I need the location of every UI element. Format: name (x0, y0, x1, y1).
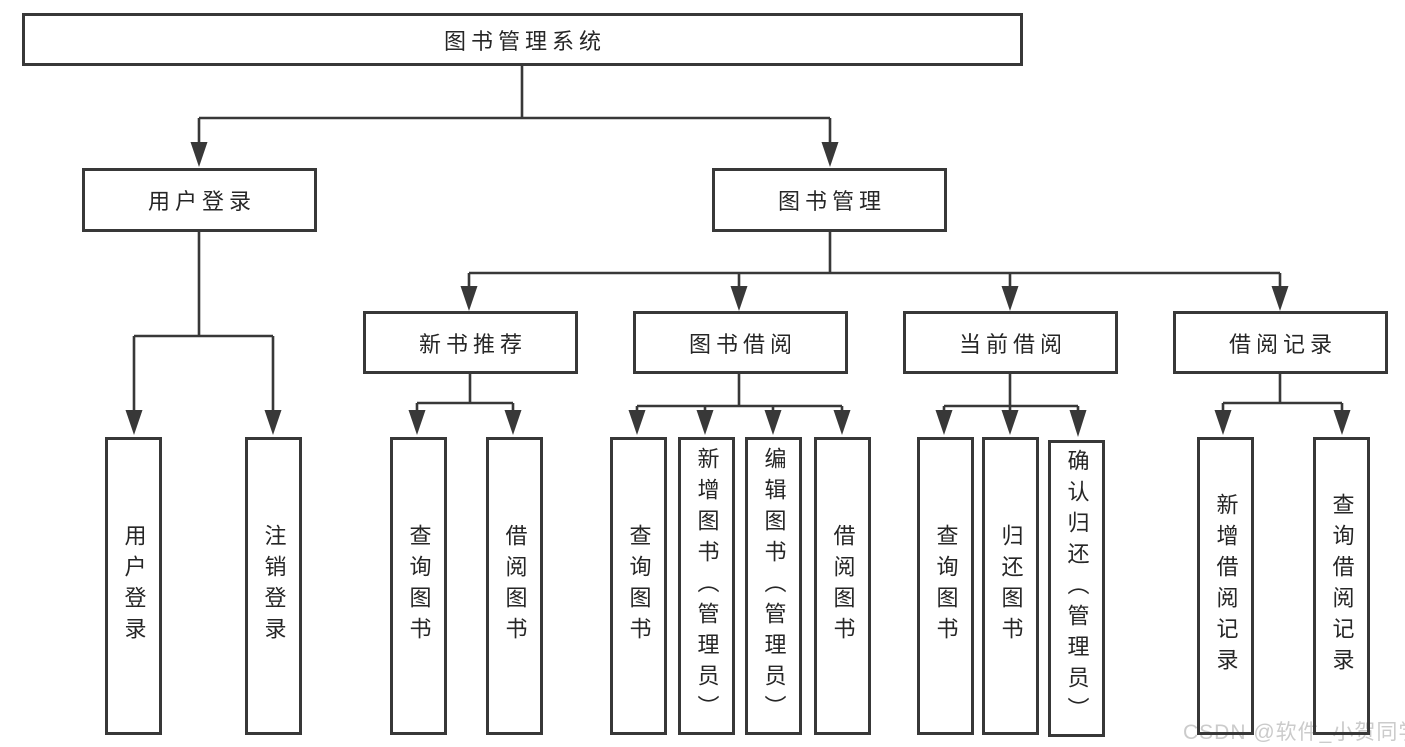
node-current-borrow-label: 当前借阅 (958, 331, 1067, 357)
node-book-borrow-label: 图书借阅 (688, 331, 797, 357)
node-new-book-recommend-label: 新书推荐 (418, 331, 527, 357)
node-book-management: 图书管理 (712, 168, 947, 232)
leaf-borrow-borrow-books-label: 借阅图书 (830, 524, 856, 648)
watermark: CSDN @软件_小贺同学 (1183, 721, 1405, 744)
leaf-current-confirm-return-admin: 确认归还（管理员） (1048, 440, 1105, 737)
node-root-label: 图书管理系统 (443, 28, 606, 54)
leaf-borrow-query-books-label: 查询图书 (626, 524, 652, 648)
leaf-borrow-add-books-admin-label: 新增图书（管理员） (694, 446, 720, 726)
leaf-user-login: 用户登录 (105, 437, 162, 735)
leaf-current-return-books-label: 归还图书 (998, 524, 1024, 648)
node-borrow-records: 借阅记录 (1173, 311, 1388, 374)
node-borrow-records-label: 借阅记录 (1228, 331, 1337, 357)
leaf-records-add-record-label: 新增借阅记录 (1213, 493, 1239, 679)
leaf-borrow-query-books: 查询图书 (610, 437, 667, 735)
node-new-book-recommend: 新书推荐 (363, 311, 578, 374)
node-root: 图书管理系统 (22, 13, 1023, 66)
leaf-borrow-add-books-admin: 新增图书（管理员） (678, 437, 735, 735)
leaf-newbook-borrow-books: 借阅图书 (486, 437, 543, 735)
leaf-user-login-label: 用户登录 (121, 524, 147, 648)
leaf-current-confirm-return-admin-label: 确认归还（管理员） (1064, 449, 1090, 728)
leaf-borrow-edit-books-admin-label: 编辑图书（管理员） (761, 446, 787, 726)
arrowhead-icons (125, 142, 1351, 437)
node-current-borrow: 当前借阅 (903, 311, 1118, 374)
node-book-management-label: 图书管理 (777, 189, 886, 214)
leaf-borrow-edit-books-admin: 编辑图书（管理员） (745, 437, 802, 735)
leaf-borrow-borrow-books: 借阅图书 (814, 437, 871, 735)
leaf-newbook-query-books: 查询图书 (390, 437, 447, 735)
tree-branch-lines (132, 66, 1344, 414)
node-user-login-label: 用户登录 (147, 189, 256, 214)
node-user-login: 用户登录 (82, 168, 317, 232)
leaf-records-query-record: 查询借阅记录 (1313, 437, 1370, 735)
leaf-logout-label: 注销登录 (261, 524, 287, 648)
leaf-current-return-books: 归还图书 (982, 437, 1039, 735)
leaf-newbook-query-books-label: 查询图书 (406, 524, 432, 648)
leaf-records-query-record-label: 查询借阅记录 (1329, 493, 1355, 679)
leaf-current-query-books-label: 查询图书 (933, 524, 959, 648)
leaf-logout: 注销登录 (245, 437, 302, 735)
leaf-current-query-books: 查询图书 (917, 437, 974, 735)
leaf-newbook-borrow-books-label: 借阅图书 (502, 524, 528, 648)
leaf-records-add-record: 新增借阅记录 (1197, 437, 1254, 735)
node-book-borrow: 图书借阅 (633, 311, 848, 374)
